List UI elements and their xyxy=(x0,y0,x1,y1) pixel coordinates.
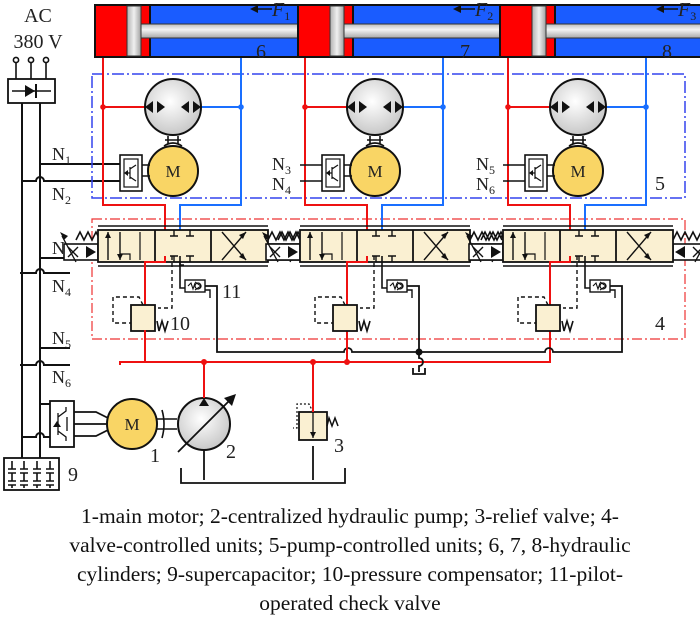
force-arrow-2 xyxy=(453,5,475,13)
pressure-compensator-2 xyxy=(332,304,371,332)
servo-motor-3-symbol: M xyxy=(570,162,585,181)
supercapacitor-icon xyxy=(3,457,60,491)
channel-3: F3 8 M N5 N6 xyxy=(119,0,700,365)
pressure-line-1 xyxy=(102,58,166,230)
hydraulic-motor-pump-1 xyxy=(144,78,202,136)
dc-bus xyxy=(20,103,120,465)
ac-label: AC xyxy=(24,5,52,27)
coupling xyxy=(157,409,177,439)
n3-label-unit2: N3 xyxy=(272,154,291,177)
voltage-label: 380 V xyxy=(13,31,63,53)
caption-line-2: valve-controlled units; 5-pump-controlle… xyxy=(69,533,631,557)
pressure-line-2 xyxy=(304,58,368,230)
rectifier-icon xyxy=(7,78,56,104)
tank-return xyxy=(412,348,426,375)
pump-units-label: 5 xyxy=(655,173,665,195)
caption-line-4: operated check valve xyxy=(259,591,441,615)
pump-number: 2 xyxy=(226,441,236,463)
cylinder-6-number: 6 xyxy=(256,41,266,63)
pilot-check-valve-2 xyxy=(386,279,408,293)
main-inverter-icon xyxy=(49,400,75,448)
n4-label-unit2: N4 xyxy=(272,174,291,197)
force-arrow-1 xyxy=(250,5,272,13)
force-label-2: F2 xyxy=(474,0,493,23)
pressure-line-3 xyxy=(507,58,571,230)
hydraulic-system-diagram: AC 380 V N1 N2 N3 N4 N5 N6 xyxy=(3,0,700,491)
relief-valve-icon xyxy=(293,403,339,441)
n5-label-unit3: N5 xyxy=(476,154,495,177)
return-line-3 xyxy=(584,58,647,230)
tank-line xyxy=(180,446,346,484)
pressure-compensator-1 xyxy=(130,304,169,332)
pressure-compensator-3 xyxy=(535,304,574,332)
valve-units-label: 4 xyxy=(655,313,665,335)
inverter-1 xyxy=(119,154,143,192)
relief-valve-number: 3 xyxy=(334,435,344,457)
channel-2: F2 7 M N3 N4 xyxy=(261,0,545,362)
n4-label: N4 xyxy=(52,276,71,299)
supercap-number: 9 xyxy=(68,464,78,486)
n6-label: N6 xyxy=(52,367,71,390)
servo-motor-2-symbol: M xyxy=(367,162,382,181)
compensator-number: 10 xyxy=(170,313,190,335)
variable-pump-icon xyxy=(177,394,236,453)
check-valve-number: 11 xyxy=(222,281,241,303)
cylinder-7-number: 7 xyxy=(460,41,470,63)
n6-label-unit3: N6 xyxy=(476,174,495,197)
inverter-3 xyxy=(524,154,548,192)
caption-line-3: cylinders; 9-supercapacitor; 10-pressure… xyxy=(76,562,624,586)
compensator-1-pilot xyxy=(112,296,144,324)
n5-label: N5 xyxy=(52,328,71,351)
force-arrow-3 xyxy=(656,5,678,13)
main-motor-symbol: M xyxy=(124,415,139,434)
figure-caption: 1-main motor; 2-centralized hydraulic pu… xyxy=(0,502,700,618)
n1-label: N1 xyxy=(52,144,71,167)
pump-controlled-units-box xyxy=(91,73,686,199)
force-label-3: F3 xyxy=(677,0,696,23)
directional-valve-3 xyxy=(464,225,700,267)
valve-controlled-units-box xyxy=(91,218,686,340)
force-label-1: F1 xyxy=(271,0,290,23)
n2-label: N2 xyxy=(52,184,71,207)
caption-line-1: 1-main motor; 2-centralized hydraulic pu… xyxy=(81,504,619,528)
return-line-1 xyxy=(179,58,242,230)
return-line-2 xyxy=(381,58,444,230)
main-motor-number: 1 xyxy=(150,445,160,467)
hydraulic-motor-pump-3 xyxy=(549,78,607,136)
hydraulic-motor-pump-2 xyxy=(346,78,404,136)
ac-terminals xyxy=(12,56,50,79)
pilot-check-valve-3 xyxy=(589,279,611,293)
inverter-2 xyxy=(321,154,345,192)
motor-cables xyxy=(74,411,109,437)
servo-motor-1-symbol: M xyxy=(165,162,180,181)
pressure-manifold xyxy=(144,330,550,412)
signal-labels: N1 N2 N3 N4 N5 N6 xyxy=(52,144,71,390)
pilot-check-valve-1 xyxy=(184,279,206,293)
cylinder-8-number: 8 xyxy=(662,41,672,63)
